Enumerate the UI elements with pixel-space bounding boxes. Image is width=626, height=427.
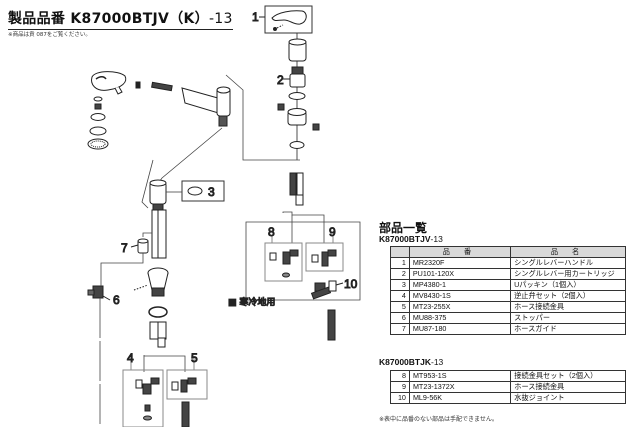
callout-5: 5	[191, 351, 198, 365]
callout-7: 7	[121, 241, 128, 255]
part-spout	[151, 81, 231, 127]
col-no	[390, 246, 410, 258]
cell-no: 7	[390, 323, 410, 335]
col-part-name: 品 名	[510, 246, 626, 258]
model-code: K87000BTJV	[379, 234, 431, 244]
cell-no: 2	[390, 268, 410, 280]
callout-10: 10	[344, 277, 358, 291]
callout-2: 2	[277, 73, 284, 87]
cell-name: ホースガイド	[510, 323, 626, 335]
col-part-number: 品 番	[408, 246, 512, 258]
cell-name: 水抜ジョイント	[510, 392, 626, 404]
model-code: K87000BTJK	[379, 357, 431, 367]
part-body-ring	[277, 103, 320, 131]
part-lower-body	[147, 267, 169, 348]
cell-no: 5	[390, 301, 410, 313]
cell-code: MU87-180	[408, 323, 512, 335]
callout-6: 6	[113, 293, 120, 307]
callout-8: 8	[268, 225, 275, 239]
cell-code: MT953-1S	[408, 370, 512, 382]
cell-no: 1	[390, 257, 410, 269]
part-10-drain-joint	[310, 280, 337, 341]
model-suffix: -13	[430, 234, 443, 244]
parts-list-heading: 部品一覧	[379, 221, 428, 235]
part-4-check-valve	[135, 377, 160, 421]
title-suffix: -13	[208, 11, 233, 27]
cell-code: MV8430-1S	[408, 290, 512, 302]
cell-no: 6	[390, 312, 410, 324]
cell-no: 10	[390, 392, 410, 404]
part-8-fitting-set	[269, 249, 299, 278]
table-header-row: 品 番 品 名	[390, 246, 626, 258]
cell-name: シングルレバー用カートリッジ	[510, 268, 626, 280]
cell-name: ホース接続金具	[510, 381, 626, 393]
cell-code: MT23-1372X	[408, 381, 512, 393]
cell-no: 8	[390, 370, 410, 382]
part-7-hose-guide	[137, 238, 149, 254]
cold-region-label: ■ 寒冷地用	[228, 296, 275, 308]
callout-1: 1	[252, 10, 259, 24]
part-cap	[288, 38, 307, 62]
callout-3: 3	[208, 185, 215, 199]
model-suffix: -13	[430, 357, 444, 367]
cell-no: 4	[390, 290, 410, 302]
cell-code: MU88-375	[408, 312, 512, 324]
part-sprayer-head	[87, 71, 127, 150]
model-label-jk: K87000BTJK-13	[379, 357, 443, 367]
page-title: 製品品番 K87000BTJV（K）-13	[8, 8, 233, 30]
cell-name: ホース接続金具	[510, 301, 626, 313]
part-hose-upper	[149, 179, 167, 259]
callout-9: 9	[329, 225, 336, 239]
cell-name: 逆止弁セット（2個入）	[510, 290, 626, 302]
part-6-stopper	[87, 285, 104, 299]
title-model: 製品品番 K87000BTJV（K）	[8, 11, 209, 27]
part-hose-right	[289, 172, 304, 206]
cell-code: MT23-255X	[408, 301, 512, 313]
part-5-hose-fitting	[171, 377, 197, 427]
part-9-hose-fitting	[311, 249, 337, 267]
cell-name: 接続金具セット（2個入）	[510, 370, 626, 382]
cell-code: ML9-56K	[408, 392, 512, 404]
part-2-cartridge	[289, 66, 306, 88]
cell-no: 3	[390, 279, 410, 291]
model-label-jv: K87000BTJV-13	[379, 234, 443, 244]
cell-name: Uパッキン（1個入）	[510, 279, 626, 291]
cell-name: ストッパー	[510, 312, 626, 324]
footer-note: ※表中に品番のない部品は手配できません。	[379, 416, 498, 423]
cell-code: MR2320F	[408, 257, 512, 269]
callout-4: 4	[127, 351, 134, 365]
cell-no: 9	[390, 381, 410, 393]
header-note: ※商品は貢 087をご覧ください。	[8, 32, 91, 38]
cell-name: シングルレバーハンドル	[510, 257, 626, 269]
part-1-handle	[264, 5, 313, 34]
cell-code: MP4380-1	[408, 279, 512, 291]
cell-code: PU101-120X	[408, 268, 512, 280]
